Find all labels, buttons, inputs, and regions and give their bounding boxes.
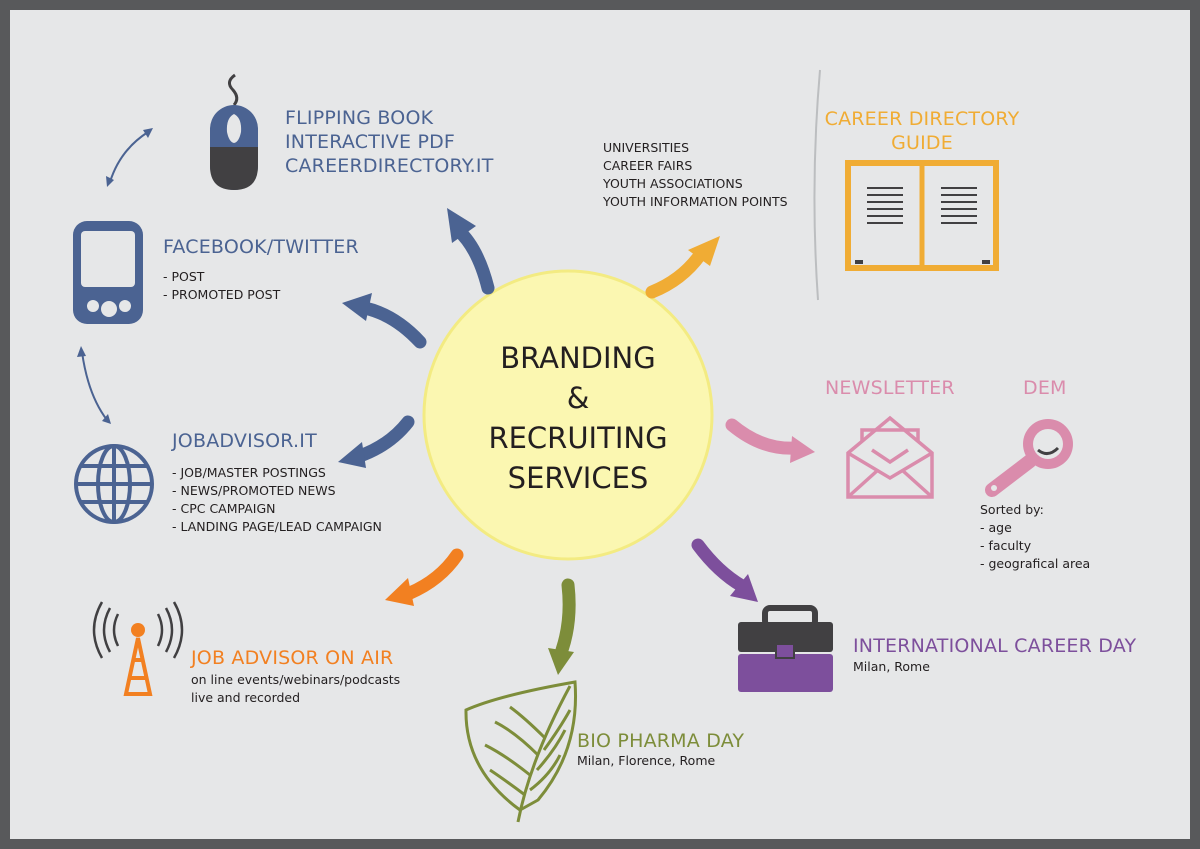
arrow-to-onair bbox=[385, 548, 464, 606]
onair-description: on line events/webinars/podcasts live an… bbox=[191, 671, 400, 707]
onair-title: JOB ADVISOR ON AIR bbox=[191, 647, 394, 669]
flipping-line-1: FLIPPING BOOK bbox=[285, 107, 434, 129]
jobadvisor-item: - NEWS/PROMOTED NEWS bbox=[172, 483, 336, 498]
center-line-3: RECRUITING bbox=[488, 421, 668, 455]
flipping-line-3: CAREERDIRECTORY.IT bbox=[285, 155, 494, 177]
arrow-to-career-guide bbox=[645, 236, 720, 299]
center-line-4: SERVICES bbox=[507, 461, 649, 495]
flipping-book-label: FLIPPING BOOK INTERACTIVE PDF CAREERDIRE… bbox=[285, 106, 494, 178]
facebook-item: - POST bbox=[163, 269, 205, 284]
career-guide-title: CAREER DIRECTORY GUIDE bbox=[824, 107, 1020, 155]
envelope-icon bbox=[846, 415, 934, 499]
double-arrow-mouse-phone bbox=[106, 128, 153, 187]
arrow-to-newsletter bbox=[725, 418, 815, 463]
jobadvisor-list: - JOB/MASTER POSTINGS - NEWS/PROMOTED NE… bbox=[172, 464, 382, 536]
onair-line: on line events/webinars/podcasts bbox=[191, 672, 401, 687]
globe-icon bbox=[74, 444, 154, 524]
center-circle bbox=[422, 269, 714, 561]
distribution-item: CAREER FAIRS bbox=[603, 158, 693, 173]
facebook-title: FACEBOOK/TWITTER bbox=[163, 236, 359, 258]
international-subtitle: Milan, Rome bbox=[853, 659, 930, 674]
facebook-item: - PROMOTED POST bbox=[163, 287, 281, 302]
diagram-art bbox=[73, 69, 1073, 823]
dem-title: DEM bbox=[1023, 377, 1067, 399]
distribution-item: YOUTH ASSOCIATIONS bbox=[603, 176, 743, 191]
distribution-item: YOUTH INFORMATION POINTS bbox=[603, 194, 788, 209]
dem-item: - age bbox=[980, 520, 1012, 535]
career-guide-line: GUIDE bbox=[891, 132, 953, 154]
phone-icon bbox=[73, 221, 143, 324]
arrow-to-jobadvisor bbox=[338, 415, 415, 468]
flipping-line-2: INTERACTIVE PDF bbox=[285, 131, 456, 153]
radio-antenna-icon bbox=[92, 601, 184, 696]
arrow-to-international bbox=[691, 538, 758, 602]
center-label: BRANDING & RECRUITING SERVICES bbox=[438, 338, 718, 498]
divider-line bbox=[813, 69, 821, 301]
arrow-to-biopharma bbox=[548, 578, 576, 675]
arrow-to-facebook bbox=[342, 293, 427, 349]
jobadvisor-item: - LANDING PAGE/LEAD CAMPAIGN bbox=[172, 519, 382, 534]
leaf-icon bbox=[464, 680, 578, 823]
biopharma-subtitle: Milan, Florence, Rome bbox=[577, 753, 716, 768]
open-book-icon bbox=[845, 160, 999, 271]
briefcase-icon bbox=[738, 605, 833, 692]
arrow-to-flipping bbox=[447, 208, 495, 295]
international-title: INTERNATIONAL CAREER DAY bbox=[853, 635, 1137, 657]
center-line-1: BRANDING bbox=[500, 341, 656, 375]
center-line-2: & bbox=[566, 381, 590, 415]
distribution-item: UNIVERSITIES bbox=[603, 140, 690, 155]
jobadvisor-item: - JOB/MASTER POSTINGS bbox=[172, 465, 326, 480]
dem-item: - geografical area bbox=[980, 556, 1091, 571]
jobadvisor-item: - CPC CAMPAIGN bbox=[172, 501, 276, 516]
mouse-icon bbox=[210, 73, 258, 190]
double-arrow-phone-globe bbox=[77, 346, 111, 424]
onair-line: live and recorded bbox=[191, 690, 301, 705]
distribution-list: UNIVERSITIES CAREER FAIRS YOUTH ASSOCIAT… bbox=[603, 139, 788, 211]
dem-item: - faculty bbox=[980, 538, 1032, 553]
biopharma-title: BIO PHARMA DAY bbox=[577, 730, 745, 752]
dem-sorting: Sorted by: - age - faculty - geografical… bbox=[980, 501, 1090, 573]
facebook-list: - POST - PROMOTED POST bbox=[163, 268, 280, 304]
career-guide-line: CAREER DIRECTORY bbox=[824, 108, 1020, 130]
dem-sorted-label: Sorted by: bbox=[980, 502, 1044, 517]
key-icon bbox=[985, 419, 1073, 497]
newsletter-title: NEWSLETTER bbox=[825, 377, 955, 399]
diagram-canvas: BRANDING & RECRUITING SERVICES FLIPPING … bbox=[10, 10, 1190, 839]
jobadvisor-title: JOBADVISOR.IT bbox=[172, 430, 317, 452]
